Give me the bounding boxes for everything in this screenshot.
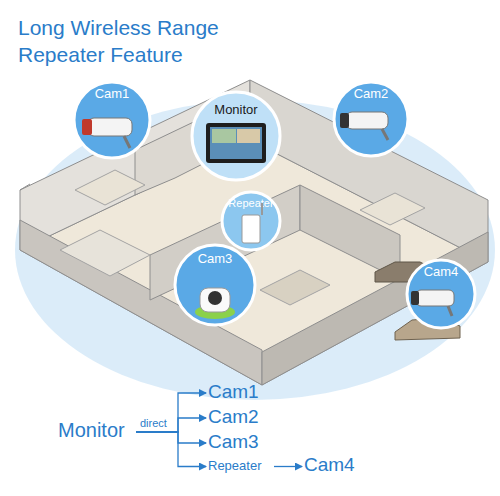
camera-mount	[448, 306, 452, 316]
callout-circle: Cam2	[332, 80, 410, 158]
stairs	[260, 270, 330, 305]
flow-label: Cam2	[208, 406, 268, 430]
camera-lens	[82, 119, 92, 135]
camera-lens	[208, 291, 222, 305]
screen-tile	[237, 129, 260, 143]
flow-label: Repeater	[208, 458, 270, 475]
flow-text: Cam3	[208, 431, 259, 453]
monitor-frame	[206, 123, 266, 163]
connector-arrow	[136, 418, 206, 432]
monitor-device	[206, 123, 266, 163]
camera-lens	[411, 291, 419, 305]
flow-text: Cam1	[208, 381, 259, 403]
repeater-antenna	[261, 203, 263, 215]
camera-mount	[382, 129, 388, 140]
camera-body	[346, 112, 388, 129]
repeater-body	[242, 215, 260, 243]
connector-arrow	[136, 432, 206, 443]
bullet-camera	[340, 112, 388, 140]
camera-lens	[340, 113, 349, 128]
callout-label: Repeater	[220, 196, 282, 210]
connector-arrow	[136, 432, 206, 467]
bullet-camera	[82, 118, 132, 148]
callout-label: Cam3	[173, 251, 257, 267]
camera-base	[195, 305, 235, 319]
flow-label: Cam3	[208, 431, 268, 455]
connector-arrow	[274, 466, 302, 467]
bed	[360, 193, 425, 225]
callout-circle: Repeater	[220, 190, 282, 252]
camera-body	[88, 118, 132, 136]
callout-label: Cam2	[332, 86, 410, 102]
connector-arrow	[136, 393, 206, 432]
baby-camera	[195, 288, 235, 319]
camera-body	[200, 288, 230, 312]
callout-circle: Monitor	[190, 90, 282, 182]
flow-label: Cam1	[208, 381, 268, 405]
bed	[75, 170, 145, 205]
callout-circle: Cam4	[405, 258, 477, 330]
bullet-camera	[411, 290, 454, 316]
callout-label: Monitor	[190, 102, 282, 118]
flow-text: Cam4	[304, 454, 355, 476]
flow-text: Monitor	[58, 419, 125, 442]
callout-circle: Cam3	[173, 243, 257, 327]
camera-mount	[124, 136, 130, 148]
screen-tile	[212, 129, 236, 143]
flow-text: Cam2	[208, 406, 259, 428]
callout-label: Cam4	[405, 264, 477, 280]
flow-label: Cam4	[304, 454, 368, 478]
monitor-screen	[210, 127, 262, 159]
edge-label: direct	[140, 417, 167, 429]
flow-text: Repeater	[208, 458, 261, 474]
wall-edge	[20, 184, 30, 190]
callout-circle: Cam1	[72, 80, 152, 160]
callout-label: Cam1	[72, 86, 152, 102]
repeater-device	[242, 203, 262, 243]
flow-label: Monitor	[58, 419, 132, 445]
kitchen-counter	[60, 230, 150, 276]
camera-body	[416, 290, 454, 306]
diagram-title: Long Wireless Range Repeater Feature	[18, 14, 233, 68]
